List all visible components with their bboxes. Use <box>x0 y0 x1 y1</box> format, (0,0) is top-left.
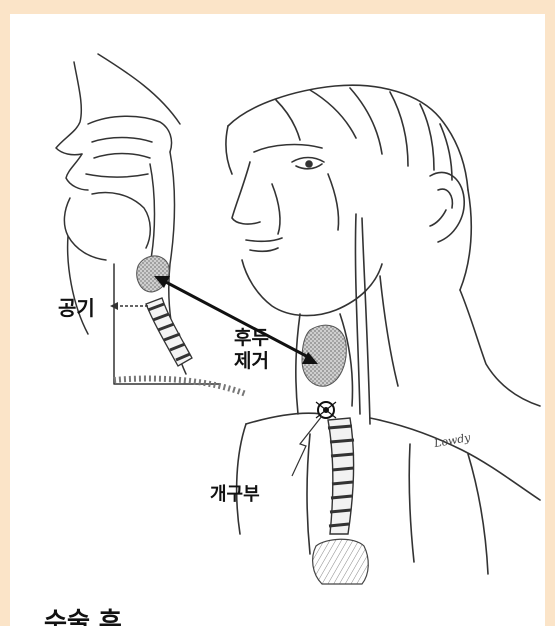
trachea <box>313 418 369 584</box>
air-arrow <box>110 302 148 310</box>
label-air: 공기 <box>58 292 95 321</box>
illustration-frame: Lowdy 공기 후두 제거 개구부 수술 후 <box>10 14 545 626</box>
label-larynx-removal: 후두 제거 <box>234 327 269 373</box>
label-larynx-removal-line2: 제거 <box>234 350 269 373</box>
label-stoma: 개구부 <box>210 480 260 506</box>
stoma <box>316 402 336 418</box>
sagittal-inset <box>56 54 220 384</box>
figure-title: 수술 후 <box>44 602 122 626</box>
head-figure <box>226 85 540 574</box>
label-larynx-removal-line1: 후두 <box>234 327 269 350</box>
